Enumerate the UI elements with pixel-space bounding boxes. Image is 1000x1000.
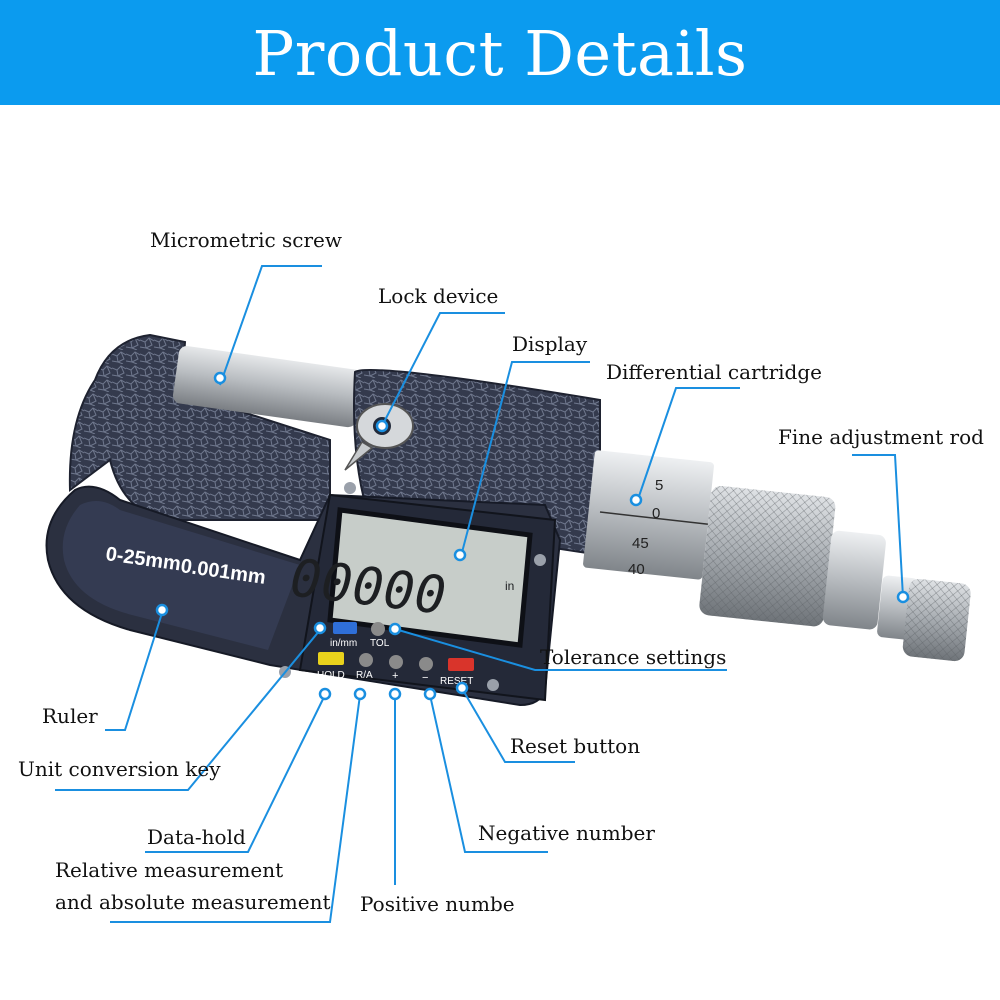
leader-lock-device (381, 312, 505, 427)
button-reset-label: RESET (440, 676, 473, 687)
button-minus-label: − (422, 672, 428, 684)
label-positive-number: Positive numbe (360, 892, 515, 916)
leader-unit-conversion-key (55, 629, 321, 791)
label-unit-conversion-key: Unit conversion key (18, 757, 221, 781)
button-reset[interactable]: RESET (440, 658, 474, 687)
thimble-mark-40: 40 (628, 561, 645, 578)
label-negative-number: Negative number (478, 821, 655, 845)
header-banner: Product Details (0, 0, 1000, 105)
button-tol-label: TOL (370, 638, 390, 649)
page-title: Product Details (252, 17, 748, 90)
label-tolerance-settings: Tolerance settings (540, 645, 727, 669)
button-minus[interactable]: − (419, 657, 433, 684)
leader-negative-number (429, 694, 548, 853)
button-in-mm-label: in/mm (330, 638, 357, 649)
button-plus-label: + (392, 670, 398, 682)
leader-data-hold (145, 694, 326, 853)
button-ra[interactable]: R/A (356, 653, 373, 681)
sleeve (583, 450, 716, 580)
leader-tolerance-settings (394, 628, 727, 671)
label-relative-measurement-line1: Relative measurement (55, 858, 284, 882)
label-differential-cartridge: Differential cartridge (606, 360, 822, 384)
leader-dots (155, 371, 910, 701)
leader-display (459, 361, 590, 561)
leader-ruler (105, 612, 163, 731)
thimble (699, 485, 886, 630)
button-tol[interactable]: TOL (370, 622, 390, 649)
leader-fine-adjustment-rod (852, 454, 904, 598)
label-lock-device: Lock device (378, 284, 499, 308)
button-hold[interactable]: HOLD (317, 652, 345, 681)
label-fine-adjustment-rod: Fine adjustment rod (778, 425, 984, 449)
fine-adjustment-rod (877, 575, 971, 662)
label-relative-measurement-line2: and absolute measurement (55, 890, 331, 914)
display-unit: in (505, 579, 514, 593)
button-ra-label: R/A (356, 670, 373, 681)
leader-differential-cartridge (635, 387, 740, 506)
thimble-mark-45: 45 (632, 535, 649, 552)
button-hold-label: HOLD (317, 670, 345, 681)
label-micrometric-screw: Micrometric screw (150, 228, 343, 252)
button-plus[interactable]: + (389, 655, 403, 682)
thimble-mark-5: 5 (655, 477, 663, 494)
leader-relative-measurement (110, 694, 361, 923)
button-in-mm[interactable]: in/mm (330, 622, 357, 649)
thimble-mark-0: 0 (652, 505, 660, 522)
label-ruler: Ruler (42, 704, 98, 728)
leader-micrometric-screw (219, 265, 322, 386)
leader-reset-button (459, 684, 575, 763)
label-reset-button: Reset button (510, 734, 641, 758)
label-data-hold: Data-hold (147, 825, 246, 849)
leader-lines (55, 265, 904, 923)
micrometric-screw (172, 346, 363, 428)
label-display: Display (512, 332, 588, 356)
lcd-display (327, 507, 533, 648)
